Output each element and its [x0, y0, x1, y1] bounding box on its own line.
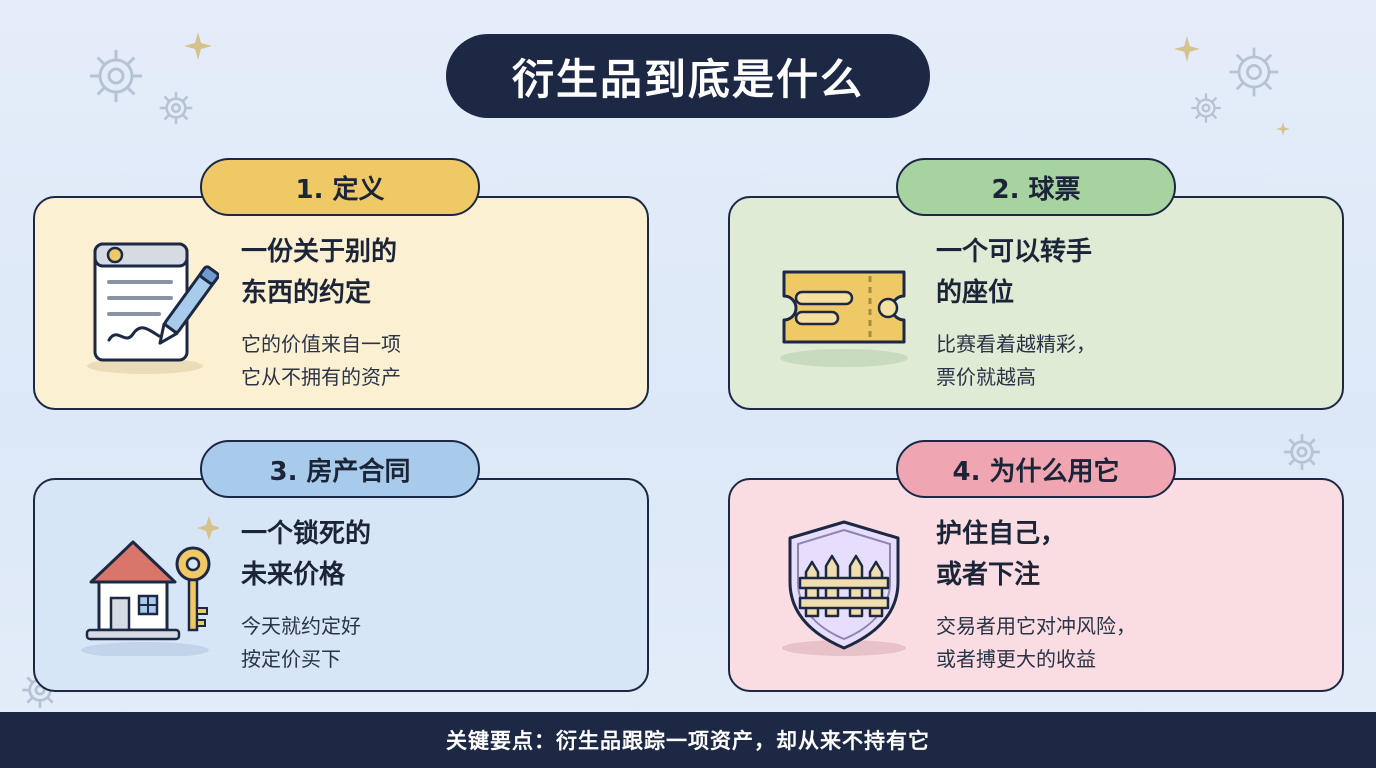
- page-title: 衍生品到底是什么: [446, 34, 930, 118]
- tab-definition: 1. 定义: [200, 158, 480, 216]
- sparkle-icon: [1174, 36, 1200, 62]
- tab-property-contract: 3. 房产合同: [200, 440, 480, 498]
- card-definition: 一份关于别的 东西的约定 它的价值来自一项 它从不拥有的资产: [33, 196, 649, 410]
- card-heading: 一个可以转手 的座位: [936, 237, 1093, 308]
- card-description: 它的价值来自一项 它从不拥有的资产: [241, 332, 401, 389]
- card-heading: 一份关于别的 东西的约定: [241, 237, 398, 308]
- sparkle-icon: [184, 32, 212, 60]
- ticket-icon: [780, 270, 908, 367]
- card-heading: 护住自己， 或者下注: [936, 519, 1067, 590]
- shield-fence-icon: [782, 520, 906, 656]
- tab-why-use-it: 4. 为什么用它: [896, 440, 1176, 498]
- card-heading: 一个锁死的 未来价格: [241, 519, 372, 590]
- card-description: 比赛看着越精彩， 票价就越高: [936, 332, 1096, 389]
- gear-icon: [159, 91, 193, 125]
- card-property-contract: 一个锁死的 未来价格 今天就约定好 按定价买下: [33, 478, 649, 692]
- gear-icon: [1284, 434, 1320, 470]
- key-takeaway-banner: 关键要点：衍生品跟踪一项资产，却从来不持有它: [0, 712, 1376, 768]
- gear-icon: [1191, 93, 1221, 123]
- card-description: 交易者用它对冲风险， 或者搏更大的收益: [936, 614, 1136, 671]
- gear-icon: [1229, 47, 1279, 97]
- sparkle-icon: [1276, 122, 1290, 136]
- card-description: 今天就约定好 按定价买下: [241, 614, 361, 671]
- house-key-icon: [81, 516, 219, 656]
- tab-ticket: 2. 球票: [896, 158, 1176, 216]
- gear-icon: [90, 50, 142, 102]
- card-why-use-it: 护住自己， 或者下注 交易者用它对冲风险， 或者搏更大的收益: [728, 478, 1344, 692]
- card-ticket: 一个可以转手 的座位 比赛看着越精彩， 票价就越高: [728, 196, 1344, 410]
- contract-pen-icon: [87, 242, 219, 374]
